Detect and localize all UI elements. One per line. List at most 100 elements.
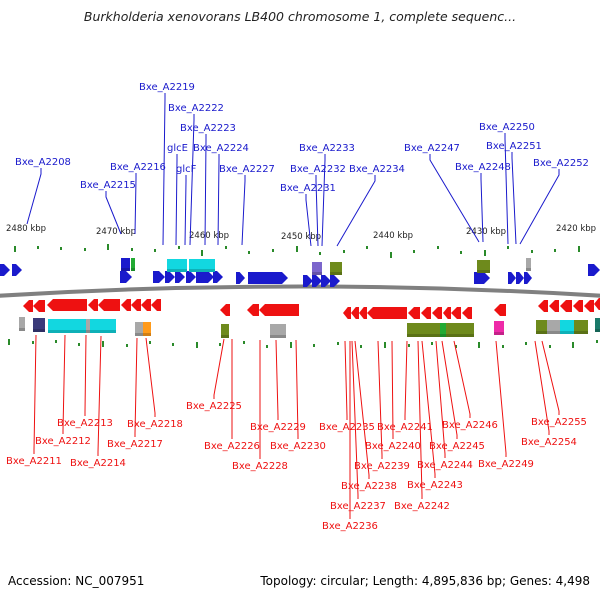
forward-gene-arrow[interactable] [0,264,10,276]
gene-label-bxe-a2240[interactable]: Bxe_A2240 [365,441,421,452]
forward-gene-arrow[interactable] [330,275,340,287]
gene-category-shade [460,334,474,337]
gene-label-bxe-a2245[interactable]: Bxe_A2245 [429,441,485,452]
gene-label-bxe-a2218[interactable]: Bxe_A2218 [127,419,183,430]
gene-label-bxe-a2212[interactable]: Bxe_A2212 [35,436,91,447]
reverse-gene-arrow[interactable] [247,304,259,316]
reverse-gene-arrow[interactable] [421,307,431,319]
gene-label-bxe-a2233[interactable]: Bxe_A2233 [299,143,355,154]
forward-gene-arrow[interactable] [516,272,524,284]
reverse-gene-arrow[interactable] [259,304,299,316]
gene-label-bxe-a2226[interactable]: Bxe_A2226 [204,441,260,452]
reverse-gene-arrow[interactable] [594,298,600,310]
forward-gene-arrow[interactable] [312,275,322,287]
reverse-gene-arrow[interactable] [151,299,161,311]
gene-label-bxe-a2237[interactable]: Bxe_A2237 [330,501,386,512]
reverse-gene-arrow[interactable] [141,299,151,311]
gene-label-bxe-a2227[interactable]: Bxe_A2227 [219,164,275,175]
gene-label-bxe-a2228[interactable]: Bxe_A2228 [232,461,288,472]
reverse-gene-arrow[interactable] [462,307,472,319]
reverse-gene-arrow[interactable] [33,300,45,312]
gene-label-bxe-a2251[interactable]: Bxe_A2251 [486,141,542,152]
gene-label-bxe-a2232[interactable]: Bxe_A2232 [290,164,346,175]
reverse-gene-arrow[interactable] [451,307,461,319]
forward-gene-arrow[interactable] [236,272,245,284]
gene-label-bxe-a2223[interactable]: Bxe_A2223 [180,123,236,134]
reverse-gene-arrow[interactable] [538,300,548,312]
forward-gene-arrow[interactable] [508,272,516,284]
reverse-gene-arrow[interactable] [494,304,506,316]
gene-label-bxe-a2217[interactable]: Bxe_A2217 [107,439,163,450]
reverse-gene-arrow[interactable] [220,304,230,316]
reverse-gene-arrow[interactable] [573,300,583,312]
reverse-gene-arrow[interactable] [408,307,420,319]
gene-label-bxe-a2235[interactable]: Bxe_A2235 [319,422,375,433]
reverse-gene-arrow[interactable] [23,300,33,312]
forward-gene-arrow[interactable] [588,264,600,276]
forward-gene-arrow[interactable] [524,272,532,284]
forward-gene-arrow[interactable] [321,275,331,287]
gene-label-glcf[interactable]: glcF [176,164,197,175]
gene-label-bxe-a2252[interactable]: Bxe_A2252 [533,158,589,169]
reverse-gene-arrow[interactable] [443,307,451,319]
gene-label-bxe-a2219[interactable]: Bxe_A2219 [139,82,195,93]
gene-label-bxe-a2248[interactable]: Bxe_A2248 [455,162,511,173]
gene-label-bxe-a2211[interactable]: Bxe_A2211 [6,456,62,467]
gene-label-bxe-a2247[interactable]: Bxe_A2247 [404,143,460,154]
top-scale-tick [272,249,274,252]
gene-label-bxe-a2242[interactable]: Bxe_A2242 [394,501,450,512]
forward-gene-arrow[interactable] [175,271,185,283]
forward-gene-arrow[interactable] [153,271,165,283]
gene-label-bxe-a2231[interactable]: Bxe_A2231 [280,183,336,194]
gene-label-bxe-a2234[interactable]: Bxe_A2234 [349,164,405,175]
reverse-gene-arrow[interactable] [359,307,367,319]
reverse-gene-arrow[interactable] [367,307,407,319]
top-scale-tick [437,246,439,249]
gene-label-bxe-a2255[interactable]: Bxe_A2255 [531,417,587,428]
reverse-gene-arrow[interactable] [47,299,87,311]
gene-label-bxe-a2244[interactable]: Bxe_A2244 [417,460,473,471]
reverse-gene-arrow[interactable] [121,299,131,311]
forward-gene-arrow[interactable] [186,271,196,283]
scale-label: 2430 kbp [466,227,506,237]
reverse-gene-arrow[interactable] [549,300,559,312]
gene-label-bxe-a2216[interactable]: Bxe_A2216 [110,162,166,173]
gene-label-bxe-a2208[interactable]: Bxe_A2208 [15,157,71,168]
gene-label-bxe-a2215[interactable]: Bxe_A2215 [80,180,136,191]
gene-label-bxe-a2243[interactable]: Bxe_A2243 [407,480,463,491]
reverse-gene-arrow[interactable] [131,299,141,311]
forward-gene-arrow[interactable] [12,264,22,276]
gene-label-bxe-a2254[interactable]: Bxe_A2254 [521,437,577,448]
reverse-gene-arrow[interactable] [432,307,442,319]
forward-gene-arrow[interactable] [474,272,490,284]
gene-label-glce[interactable]: glcE [167,143,188,154]
forward-gene-arrow[interactable] [196,271,214,283]
reverse-gene-arrow[interactable] [98,299,120,311]
reverse-gene-arrow[interactable] [343,307,351,319]
gene-label-bxe-a2230[interactable]: Bxe_A2230 [270,441,326,452]
top-scale-tick [460,251,462,254]
reverse-gene-arrow[interactable] [88,299,98,311]
reverse-gene-arrow[interactable] [584,300,594,312]
gene-label-bxe-a2222[interactable]: Bxe_A2222 [168,103,224,114]
gene-label-bxe-a2213[interactable]: Bxe_A2213 [57,418,113,429]
gene-label-bxe-a2224[interactable]: Bxe_A2224 [193,143,249,154]
forward-gene-arrow[interactable] [120,271,132,283]
gene-label-bxe-a2241[interactable]: Bxe_A2241 [377,422,433,433]
gene-label-bxe-a2225[interactable]: Bxe_A2225 [186,401,242,412]
forward-gene-arrow[interactable] [303,275,313,287]
gene-category-box [270,324,286,338]
gene-label-bxe-a2236[interactable]: Bxe_A2236 [322,521,378,532]
gene-label-bxe-a2229[interactable]: Bxe_A2229 [250,422,306,433]
reverse-gene-arrow[interactable] [560,300,572,312]
gene-label-bxe-a2250[interactable]: Bxe_A2250 [479,122,535,133]
forward-gene-arrow[interactable] [248,272,288,284]
gene-label-bxe-a2249[interactable]: Bxe_A2249 [478,459,534,470]
gene-label-bxe-a2214[interactable]: Bxe_A2214 [70,458,126,469]
reverse-gene-arrow[interactable] [351,307,359,319]
gene-label-bxe-a2246[interactable]: Bxe_A2246 [442,420,498,431]
gene-label-bxe-a2238[interactable]: Bxe_A2238 [341,481,397,492]
gene-label-bxe-a2239[interactable]: Bxe_A2239 [354,461,410,472]
forward-gene-arrow[interactable] [165,271,175,283]
forward-gene-arrow[interactable] [213,271,223,283]
